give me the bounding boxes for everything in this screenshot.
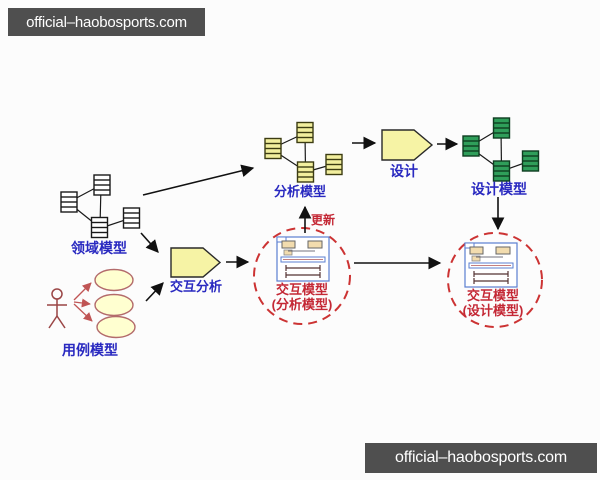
domain-class-box: [60, 191, 78, 213]
sequence-diagram-icon: [464, 242, 518, 288]
design-class-box: [492, 117, 511, 139]
use-case-model-label: 用例模型: [62, 342, 118, 358]
design-class-box: [521, 150, 540, 172]
design-label: 设计: [390, 163, 418, 179]
domain-class-box: [90, 216, 109, 239]
arrow-usecase-to-interaction-analysis: [145, 282, 164, 302]
design-class-box: [462, 135, 480, 157]
use-case-ellipse: [94, 268, 134, 292]
dashed-circle-analysis: [253, 227, 351, 325]
design-model-label: 设计模型: [471, 181, 527, 197]
analysis-model-icon: [264, 121, 343, 183]
interaction-model-design-label-1: 交互模型: [467, 288, 519, 303]
use-case-model-icon: [47, 268, 136, 339]
domain-model-label: 领域模型: [71, 240, 127, 256]
analysis-class-box: [296, 121, 314, 144]
design-class-box: [492, 160, 511, 182]
sequence-diagram-icon: [276, 236, 330, 282]
design-pentagon: [381, 129, 434, 161]
interaction-analysis-pentagon: [170, 247, 222, 278]
watermark-banner-bottom: official–haobosports.com: [365, 443, 597, 473]
interaction-model-analysis-group: 交互模型 (分析模型): [253, 227, 351, 325]
update-label: 更新: [311, 212, 335, 227]
dashed-circle-design: [447, 232, 543, 328]
analysis-class-box: [296, 161, 315, 183]
arrow-domain-to-analysis: [142, 164, 255, 196]
arrow-domain-to-interaction-analysis: [140, 232, 159, 253]
domain-class-box: [122, 207, 141, 229]
use-case-ellipse: [96, 315, 136, 339]
interaction-model-analysis-label-1: 交互模型: [276, 282, 328, 297]
domain-model-icon: [60, 174, 141, 239]
interaction-analysis-label: 交互分析: [170, 279, 222, 294]
analysis-class-box: [264, 137, 282, 160]
use-case-ellipse: [94, 293, 134, 317]
analysis-class-box: [325, 153, 343, 176]
actor-icon: [47, 288, 67, 329]
domain-class-box: [93, 174, 111, 196]
watermark-banner-top: official–haobosports.com: [8, 8, 205, 36]
flow-arrows: [140, 136, 505, 302]
design-model-icon: [462, 117, 540, 182]
analysis-model-label: 分析模型: [274, 184, 326, 199]
interaction-model-analysis-label-2: (分析模型): [272, 297, 333, 312]
interaction-model-design-label-2: (设计模型): [463, 303, 524, 318]
interaction-model-design-group: 交互模型 (设计模型): [447, 232, 543, 328]
